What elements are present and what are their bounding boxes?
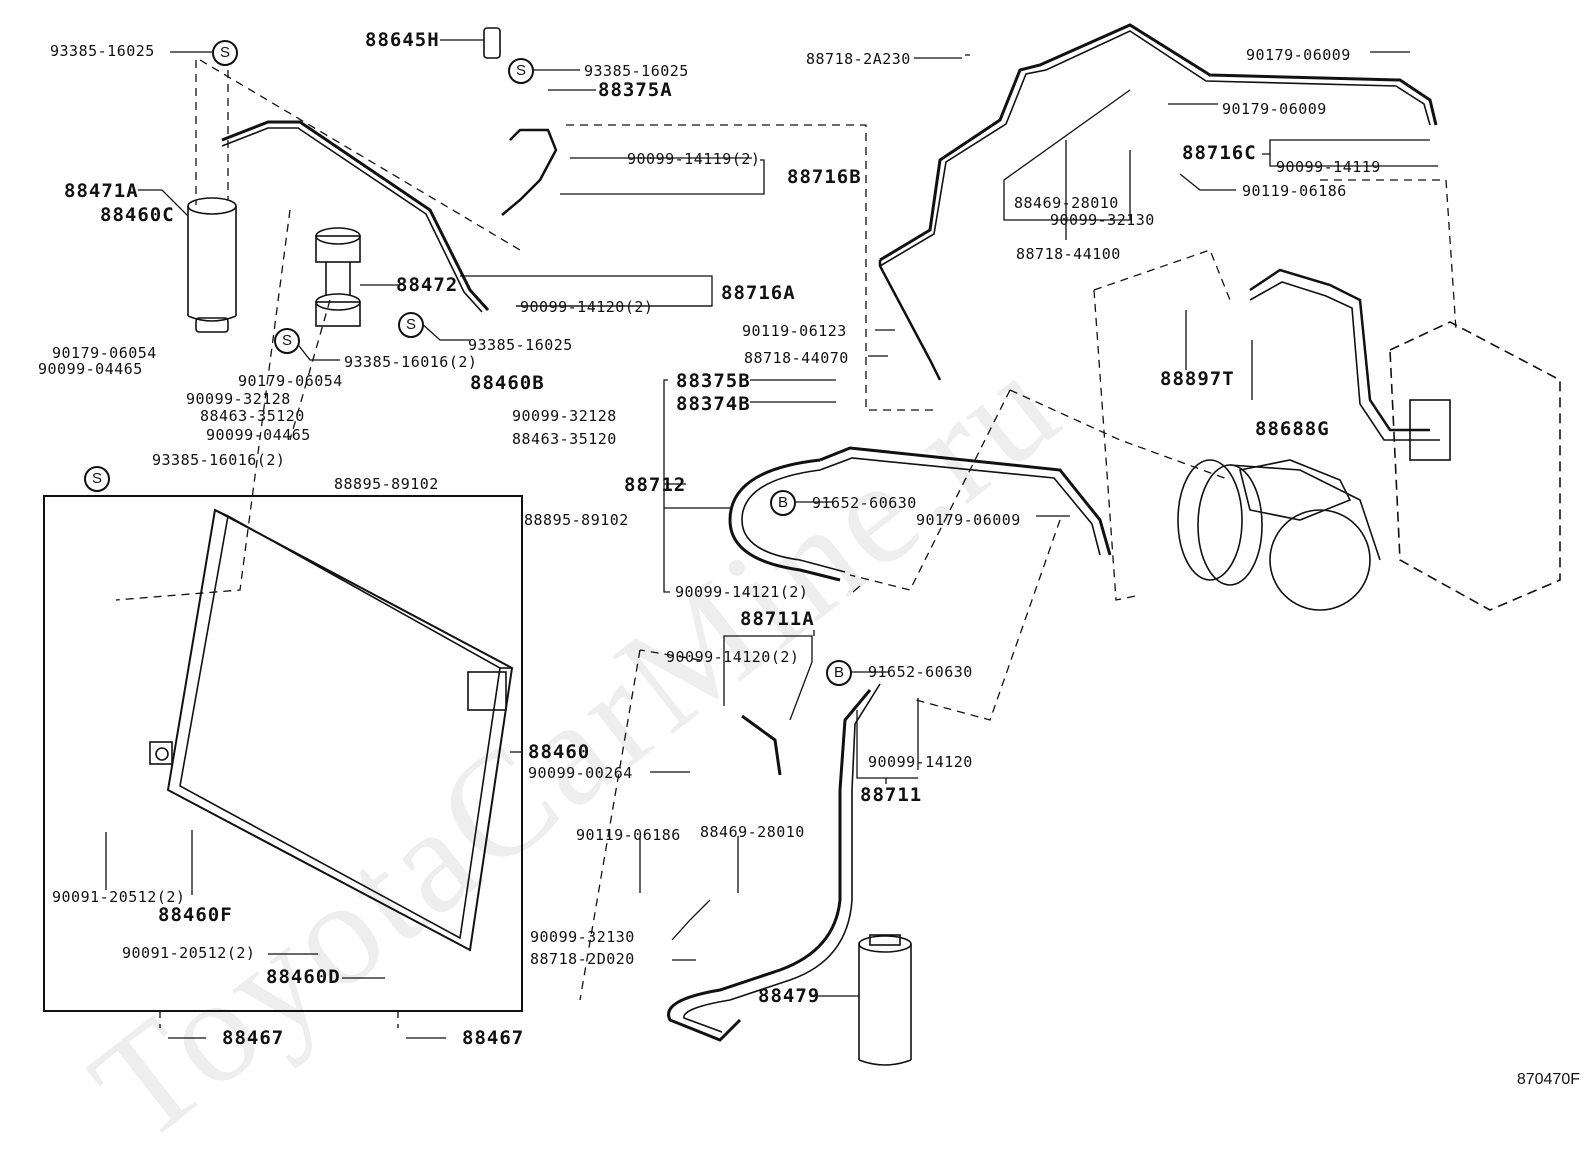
part-label[interactable]: 88645H <box>365 29 440 51</box>
pipe-88716C <box>879 23 1438 262</box>
part-label[interactable]: 88711 <box>860 784 923 806</box>
pipe-88716A <box>221 120 490 312</box>
part-label[interactable]: 90099-32130 <box>530 928 635 946</box>
part-label[interactable]: 90099-04465 <box>38 360 143 378</box>
pressure-switch-88645H <box>483 27 501 59</box>
part-label[interactable]: 88479 <box>758 985 821 1007</box>
compressor <box>1177 459 1381 611</box>
s-symbol-icon: S <box>508 58 534 84</box>
part-label[interactable]: 90099-14121(2) <box>675 583 809 601</box>
part-label[interactable]: 88712 <box>624 474 687 496</box>
part-label[interactable]: 93385-16025 <box>50 42 155 60</box>
part-label[interactable]: 90179-06054 <box>238 372 343 390</box>
part-label[interactable]: 88716C <box>1182 142 1257 164</box>
part-label[interactable]: 88688G <box>1255 418 1330 440</box>
part-label[interactable]: 90099-14120(2) <box>666 648 800 666</box>
drier-88479 <box>858 934 912 1066</box>
part-label[interactable]: 88467 <box>222 1027 285 1049</box>
reference-code: 870470F <box>1516 1071 1580 1088</box>
part-label[interactable]: 90099-14120 <box>868 753 973 771</box>
part-label[interactable]: 88472 <box>396 274 459 296</box>
part-label[interactable]: 88460D <box>266 966 341 988</box>
part-label[interactable]: 88463-35120 <box>512 430 617 448</box>
part-label[interactable]: 88897T <box>1160 368 1235 390</box>
part-label[interactable]: 90099-00264 <box>528 764 633 782</box>
part-label[interactable]: 91652-60630 <box>868 663 973 681</box>
pipe-88711A <box>741 714 782 776</box>
part-label[interactable]: 88711A <box>740 608 815 630</box>
part-label[interactable]: 88469-28010 <box>1014 194 1119 212</box>
hose-88712 <box>819 446 1112 556</box>
part-label[interactable]: 88467 <box>462 1027 525 1049</box>
part-label[interactable]: 93385-16016(2) <box>152 451 286 469</box>
part-label[interactable]: 88895-89102 <box>334 475 439 493</box>
hose-88711 <box>667 689 872 1042</box>
evaporator-box <box>1389 321 1561 611</box>
part-label[interactable]: 90099-14120(2) <box>520 298 654 316</box>
diagram-drawing <box>43 23 1561 1066</box>
part-label[interactable]: 88471A <box>64 180 139 202</box>
part-label[interactable]: 88718-2D020 <box>530 950 635 968</box>
part-label[interactable]: 88463-35120 <box>200 407 305 425</box>
part-label[interactable]: 90179-06054 <box>52 344 157 362</box>
part-label[interactable]: 90091-20512(2) <box>122 944 256 962</box>
s-symbol-icon: S <box>274 328 300 354</box>
part-label[interactable]: 90099-04465 <box>206 426 311 444</box>
part-label[interactable]: 90179-06009 <box>1246 46 1351 64</box>
part-label[interactable]: 90179-06009 <box>916 511 1021 529</box>
part-label[interactable]: 88375B <box>676 370 751 392</box>
part-label[interactable]: 90099-32128 <box>512 407 617 425</box>
receiver-drier-88471A <box>187 197 237 333</box>
part-label[interactable]: 88895-89102 <box>524 511 629 529</box>
part-label[interactable]: 90091-20512(2) <box>52 888 186 906</box>
ac-parts-diagram: ToyotaCarMine.ru <box>38 23 1580 1173</box>
part-label[interactable]: 90119-06186 <box>576 826 681 844</box>
part-label[interactable]: 88460C <box>100 204 175 226</box>
part-label[interactable]: 90179-06009 <box>1222 100 1327 118</box>
condenser-88460 <box>149 508 514 952</box>
part-label[interactable]: 88460B <box>470 372 545 394</box>
part-label[interactable]: 90099-32130 <box>1050 211 1155 229</box>
part-label[interactable]: 88716B <box>787 166 862 188</box>
s-symbol-icon: S <box>212 40 238 66</box>
part-label[interactable]: 88469-28010 <box>700 823 805 841</box>
part-label[interactable]: 88460 <box>528 741 591 763</box>
part-label[interactable]: 93385-16025 <box>468 336 573 354</box>
part-label[interactable]: 88718-2A230 <box>806 50 911 68</box>
part-label[interactable]: 88718-44070 <box>744 349 849 367</box>
part-label[interactable]: 88718-44100 <box>1016 245 1121 263</box>
b-symbol-icon: B <box>826 660 852 686</box>
part-label[interactable]: 88374B <box>676 393 751 415</box>
b-symbol-icon: B <box>770 490 796 516</box>
part-label[interactable]: 88716A <box>721 282 796 304</box>
part-label[interactable]: 90099-32128 <box>186 390 291 408</box>
s-symbol-icon: S <box>398 312 424 338</box>
bracket-88472 <box>315 227 361 327</box>
part-label[interactable]: 93385-16016(2) <box>344 353 478 371</box>
part-label[interactable]: 90099-14119 <box>1276 158 1381 176</box>
part-label[interactable]: 91652-60630 <box>812 494 917 512</box>
s-symbol-icon: S <box>84 466 110 492</box>
pipe-88716B <box>501 128 558 216</box>
part-label[interactable]: 90119-06123 <box>742 322 847 340</box>
part-label[interactable]: 90099-14119(2) <box>627 150 761 168</box>
condenser-group-box <box>43 495 523 1012</box>
part-label[interactable]: 88460F <box>158 904 233 926</box>
part-label[interactable]: 93385-16025 <box>584 62 689 80</box>
part-label[interactable]: 88375A <box>598 79 673 101</box>
part-label[interactable]: 90119-06186 <box>1242 182 1347 200</box>
